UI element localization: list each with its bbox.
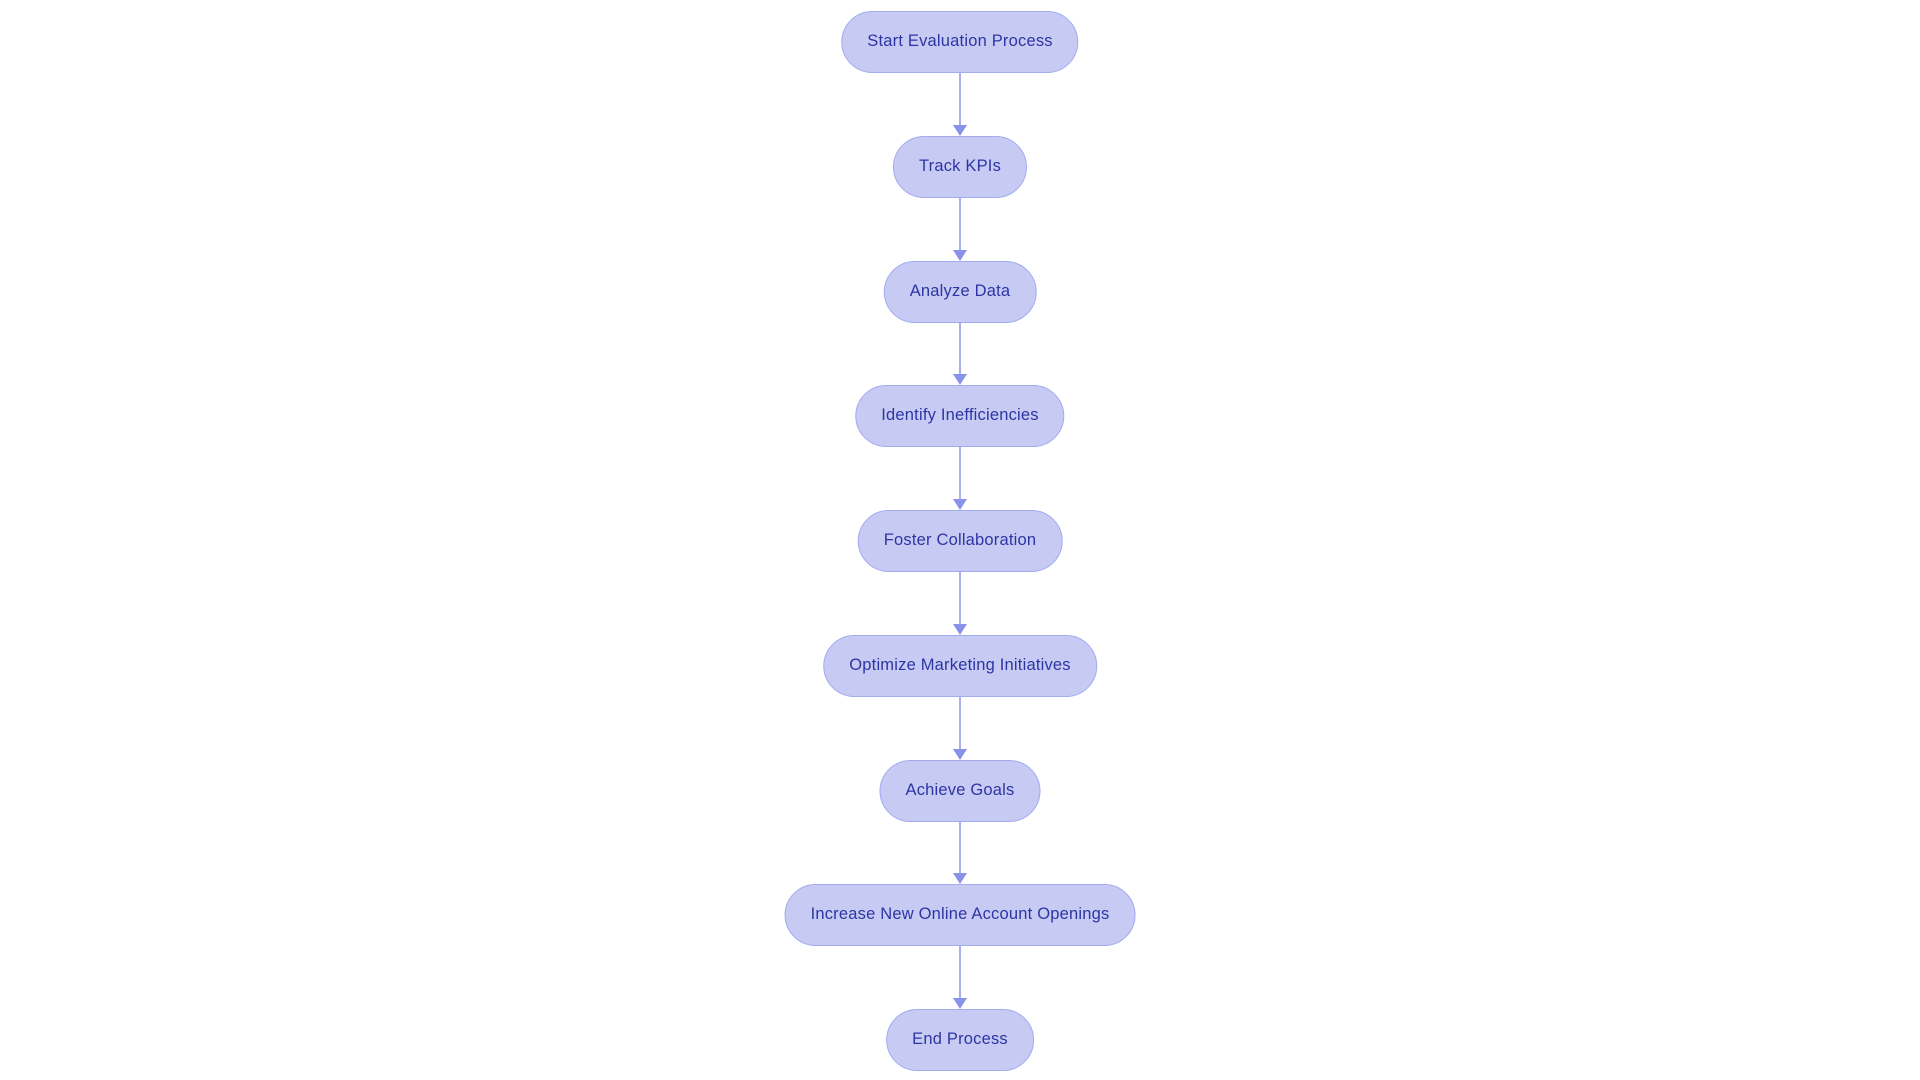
- arrow-head-icon: [953, 623, 967, 635]
- flow-arrow-track-kpis-to-analyze-data: [953, 197, 967, 261]
- flow-node-increase-new-online-account-openings: Increase New Online Account Openings: [784, 884, 1136, 947]
- flow-node-label: Identify Inefficiencies: [881, 406, 1039, 425]
- flow-arrow-achieve-goals-to-increase-new-online-account-openings: [953, 821, 967, 885]
- arrow-line: [959, 197, 961, 250]
- flow-node-analyze-data: Analyze Data: [883, 260, 1037, 323]
- arrow-head-icon: [953, 873, 967, 885]
- flow-node-label: Foster Collaboration: [883, 531, 1037, 549]
- flow-node-start-evaluation-process: Start Evaluation Process: [841, 11, 1079, 73]
- flow-node-end-process: End Process: [886, 1009, 1034, 1071]
- arrow-head-icon: [953, 998, 967, 1009]
- flow-node-label: End Process: [912, 1030, 1008, 1048]
- flow-node-label: Analyze Data: [909, 281, 1011, 300]
- arrow-line: [959, 447, 961, 499]
- flow-node-foster-collaboration: Foster Collaboration: [857, 510, 1063, 572]
- arrow-line: [959, 73, 961, 125]
- flow-arrow-start-evaluation-process-to-track-kpis: [953, 73, 967, 136]
- flow-node-label: Track KPIs: [918, 156, 1002, 175]
- arrow-head-icon: [953, 374, 967, 386]
- flow-node-achieve-goals: Achieve Goals: [879, 759, 1041, 822]
- flow-node-optimize-marketing-initiatives: Optimize Marketing Initiatives: [823, 634, 1097, 697]
- flow-node-track-kpis: Track KPIs: [892, 135, 1028, 198]
- flow-node-label: Start Evaluation Process: [867, 32, 1053, 50]
- arrow-head-icon: [953, 249, 967, 261]
- arrow-line: [959, 572, 961, 624]
- flow-arrow-foster-collaboration-to-optimize-marketing-initiatives: [953, 572, 967, 635]
- flow-node-label: Optimize Marketing Initiatives: [849, 655, 1071, 674]
- flow-node-label: Increase New Online Account Openings: [810, 905, 1110, 924]
- arrow-head-icon: [953, 499, 967, 510]
- arrow-line: [959, 322, 961, 375]
- arrow-head-icon: [953, 124, 967, 136]
- flow-arrow-identify-inefficiencies-to-foster-collaboration: [953, 447, 967, 510]
- arrow-head-icon: [953, 748, 967, 760]
- flow-arrow-optimize-marketing-initiatives-to-achieve-goals: [953, 696, 967, 760]
- arrow-line: [959, 946, 961, 998]
- flow-node-identify-inefficiencies: Identify Inefficiencies: [855, 385, 1065, 448]
- flow-arrow-increase-new-online-account-openings-to-end-process: [953, 946, 967, 1009]
- arrow-line: [959, 821, 961, 874]
- arrow-line: [959, 696, 961, 749]
- flow-arrow-analyze-data-to-identify-inefficiencies: [953, 322, 967, 386]
- flow-node-label: Achieve Goals: [905, 780, 1015, 799]
